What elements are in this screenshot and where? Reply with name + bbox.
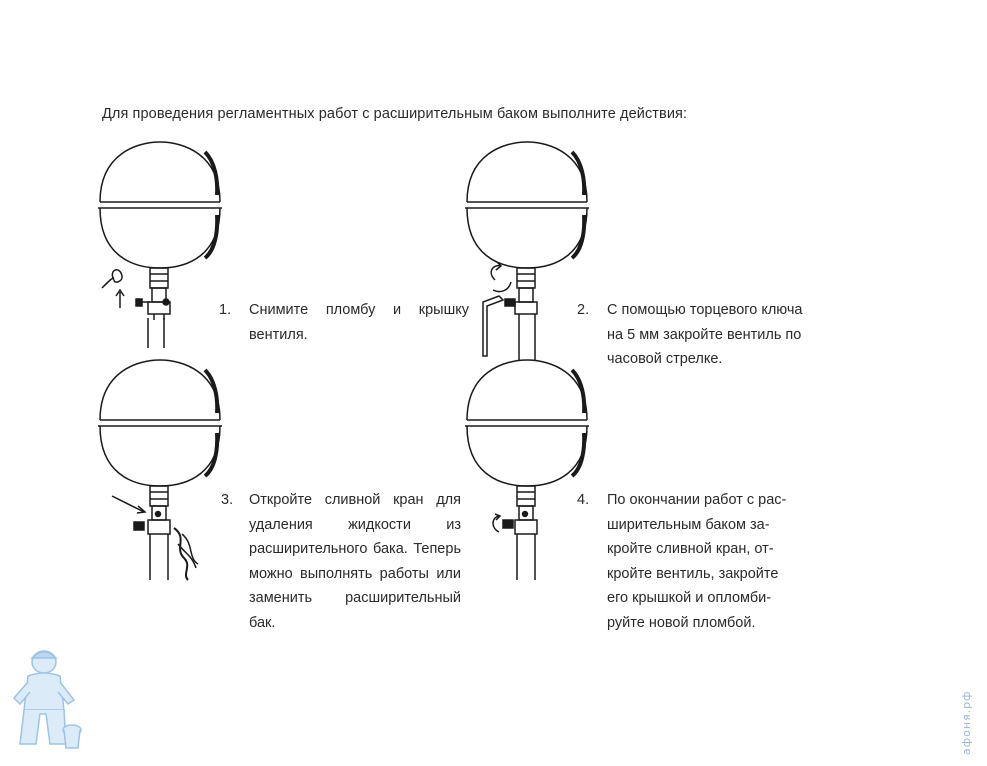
tank-illustration-step-4 — [465, 359, 589, 580]
step-text: С помощью торцевого ключа на 5 мм закрой… — [607, 302, 803, 367]
watermark: афоня.рф — [960, 690, 973, 755]
step-text-line: По окончании работ с рас- — [607, 492, 787, 508]
step-text-line: кройте сливной кран, от- — [607, 541, 774, 557]
step-number: 2. — [577, 302, 590, 318]
step-text: Откройте сливной кран для удаления жидко… — [249, 492, 461, 631]
step-text-line: кройте вентиль, закройте — [607, 565, 779, 582]
step-number: 3. — [221, 492, 234, 508]
step-text: Снимите пломбу и крышку вентиля. — [249, 302, 469, 343]
step-text-line: его крышкой и опломби- — [607, 590, 772, 606]
tank-illustration-step-2 — [465, 141, 589, 360]
step-text-line: руйте новой пломбой. — [607, 614, 756, 631]
intro-text: Для проведения регламентных работ с расш… — [102, 106, 688, 122]
pipe-step-1 — [147, 318, 165, 348]
plumber-mascot-logo — [12, 650, 82, 749]
tank-illustration-step-1 — [98, 141, 222, 320]
step-number: 4. — [577, 492, 590, 508]
step-text-line: ширительным баком за- — [607, 516, 770, 533]
tank-illustration-step-3 — [98, 359, 222, 581]
step-number: 1. — [219, 302, 232, 318]
step-text: По окончании работ с рас- ширительным ба… — [607, 488, 817, 635]
